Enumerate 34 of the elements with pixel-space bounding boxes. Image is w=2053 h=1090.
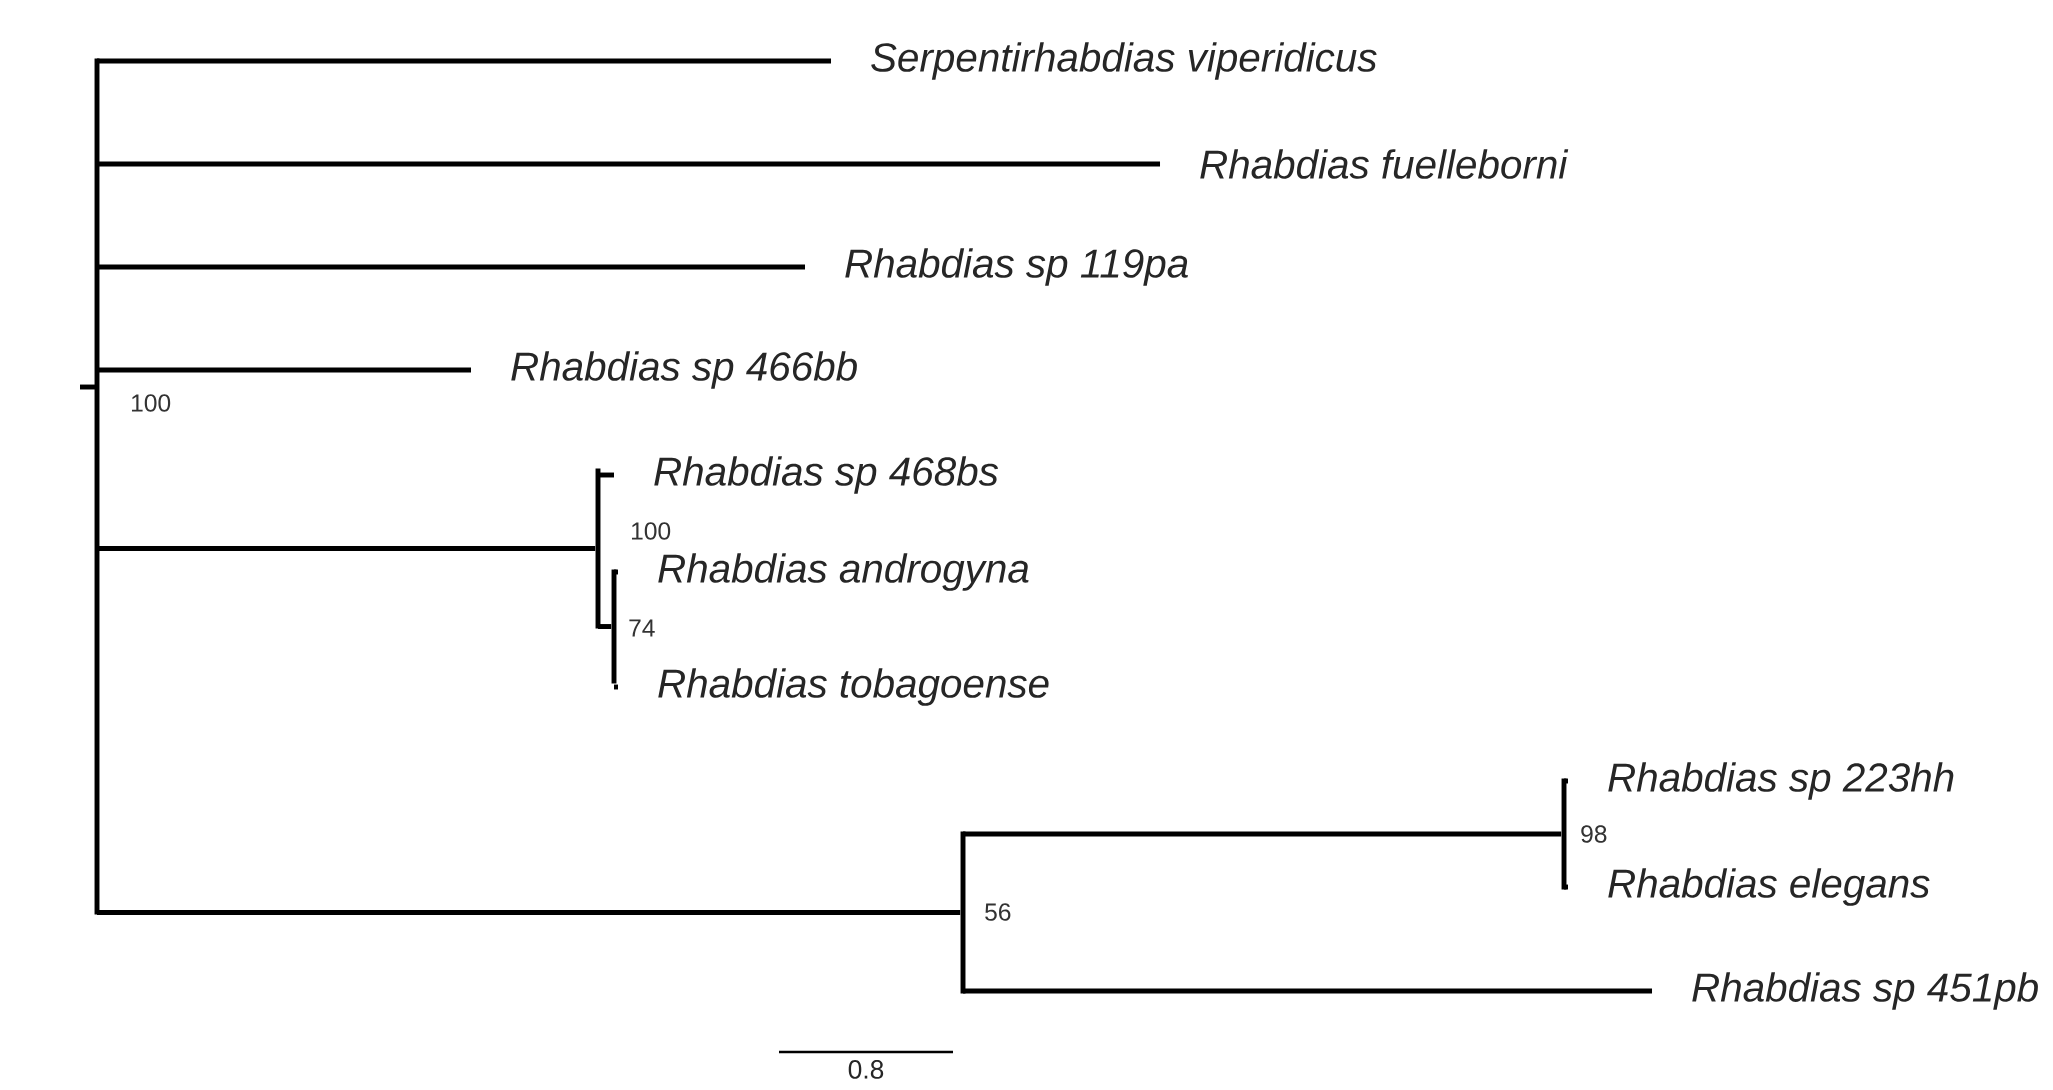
branch bbox=[598, 624, 612, 629]
bootstrap-value: 100 bbox=[132, 394, 171, 412]
branch bbox=[97, 161, 1160, 167]
clade-bar bbox=[611, 569, 617, 684]
bootstrap-value: 74 bbox=[629, 619, 655, 637]
branch bbox=[97, 58, 831, 64]
taxon-label: Rhabdias sp 223hh bbox=[1608, 762, 1954, 800]
taxon-label: Rhabdias sp 451pb bbox=[1692, 972, 2038, 1010]
clade-bar bbox=[960, 831, 966, 994]
branch bbox=[97, 264, 805, 270]
taxon-label: Rhabdias elegans bbox=[1608, 868, 1930, 906]
clade-bar bbox=[94, 58, 100, 915]
branch bbox=[1564, 884, 1568, 890]
branch bbox=[963, 988, 1652, 994]
branch bbox=[614, 684, 618, 690]
taxon-label: Rhabdias fuelleborni bbox=[1200, 149, 1569, 179]
branch bbox=[97, 910, 961, 915]
clade-bar bbox=[595, 468, 601, 629]
taxon-label: Serpentirhabdias viperidicus bbox=[871, 42, 1377, 80]
branch bbox=[97, 546, 596, 551]
taxon-label: Rhabdias sp 466bb bbox=[511, 351, 857, 389]
branch bbox=[598, 472, 614, 478]
taxon-label: Rhabdias sp 468bs bbox=[654, 456, 999, 494]
branch bbox=[1564, 778, 1568, 784]
scale-bar: 0.8 bbox=[779, 1050, 953, 1079]
taxon-label: Rhabdias androgyna bbox=[658, 553, 1029, 591]
branch bbox=[97, 367, 471, 373]
taxon-label: Rhabdias sp 119pa bbox=[845, 248, 1188, 286]
branch bbox=[963, 831, 1562, 837]
taxon-label: Rhabdias tobagoense bbox=[658, 668, 1049, 706]
clade-bar bbox=[1561, 778, 1567, 890]
branch bbox=[614, 569, 618, 575]
bootstrap-value: 98 bbox=[1581, 825, 1607, 843]
bootstrap-value: 100 bbox=[632, 522, 671, 540]
